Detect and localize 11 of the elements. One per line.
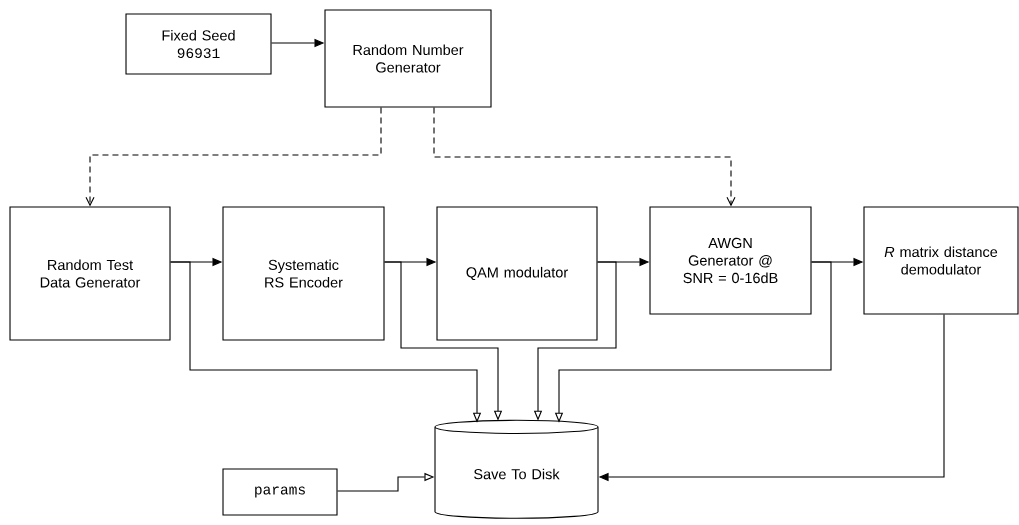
process-box: Fixed Seed 96931 bbox=[125, 13, 272, 75]
arrow bbox=[85, 107, 382, 207]
process-box: Systematic RS Encoder bbox=[222, 206, 385, 341]
arrow bbox=[433, 107, 736, 207]
process-box: QAM modulator bbox=[436, 206, 598, 341]
process-box: AWGN Generator @ SNR = 0-16dB bbox=[649, 206, 812, 315]
process-box: params bbox=[222, 468, 338, 516]
storage-cylinder: Save To Disk bbox=[434, 419, 599, 519]
process-box: Random Number Generator bbox=[324, 9, 492, 108]
process-box: Random Test Data Generator bbox=[9, 206, 171, 341]
process-box: R matrix distance demodulator bbox=[863, 206, 1019, 315]
